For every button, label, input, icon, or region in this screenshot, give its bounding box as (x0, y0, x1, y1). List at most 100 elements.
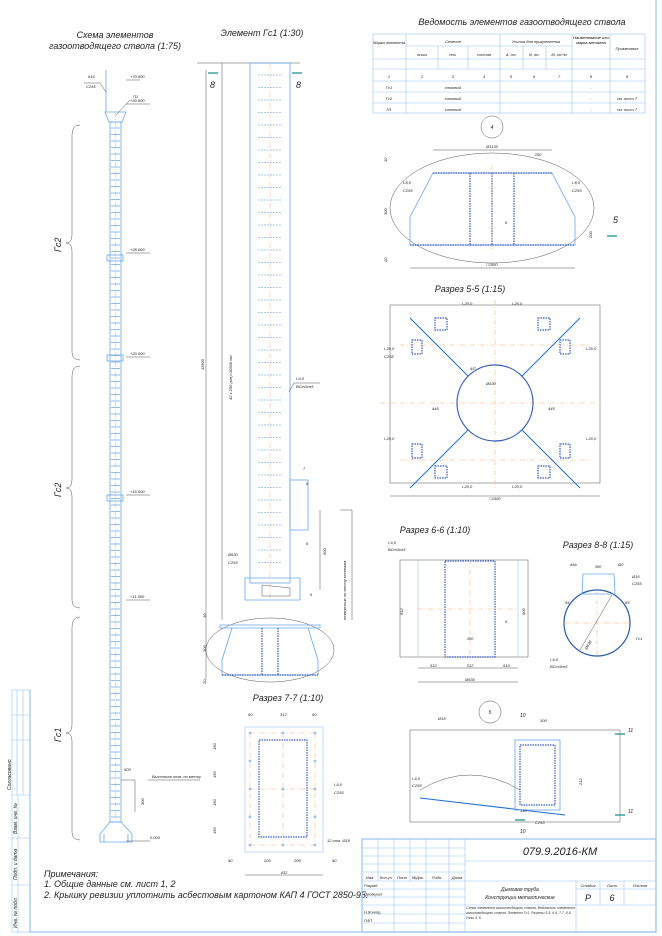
bolt-hole (313, 787, 317, 791)
tb-sheet-label: Лист (606, 883, 618, 888)
s88-element: Гс1 (636, 636, 642, 641)
s77-top-1: 90 (248, 712, 253, 717)
tb-role: Проверил (364, 892, 383, 897)
s88-dim45: 45b (570, 562, 577, 567)
node4-steel-l: C255 (403, 188, 413, 193)
tb-col-header: Подп. (432, 875, 443, 880)
node4-weld: 8 (505, 220, 508, 225)
s55-title: Разрез 5-5 (1:15) (435, 284, 506, 294)
gs1-dim10: 10 (202, 613, 207, 618)
s88-diam: Ø630 (583, 639, 593, 652)
row-note: см. лист 7 (617, 107, 638, 112)
s55-dim445-l: 445 (432, 406, 439, 411)
th-mark: Марка элемента (373, 40, 406, 45)
node4-plate-r: I-8,0 (572, 180, 581, 185)
scheme-steel: C255 (86, 84, 96, 89)
node4-dim200: 200 (588, 231, 593, 239)
tb-role: ГИП (364, 918, 372, 923)
tb-role: Разраб. (364, 883, 378, 888)
node5-dim10-bot: 10 (520, 829, 526, 835)
section-5-5: Разрез 5-5 (1:15) I-20,0 I-20,0 I-20,0 I… (380, 284, 601, 501)
s55-plate-5: I-20,0 (384, 436, 395, 441)
elev-70: +70.000 (130, 74, 145, 79)
node5-plate: I-6,0 (412, 776, 421, 781)
s77-steel: C255 (334, 790, 344, 795)
col-number: 1 (388, 74, 390, 79)
scheme-dim300: 300 (140, 798, 145, 805)
s55-diam: Ø630 (485, 381, 497, 386)
s77-bot-3: 206 (293, 858, 301, 863)
col-number: 2 (420, 74, 424, 79)
row-metal: - (590, 107, 592, 112)
s77-total: 432 (281, 870, 288, 875)
elev-11: +11.500 (130, 594, 145, 599)
node4-mark: 4 (491, 125, 494, 131)
brace-label-gs1: Гс1 (53, 728, 63, 742)
row-metal: - (590, 96, 592, 101)
node4-section: 5 (613, 215, 619, 225)
s77-bot-2: 206 (263, 858, 271, 863)
schedule-table: Ведомость элементов газоотводящего ствол… (372, 17, 646, 114)
th-comp: состав (477, 52, 491, 57)
stack-scheme: Схема элементов газоотводящего ствола (1… (49, 30, 202, 843)
col-number: 4 (483, 74, 486, 79)
gs1-mark6-bot: 6 (306, 541, 309, 546)
gs1-mark7: 7 (303, 466, 306, 471)
node4-dim20: 20 (383, 257, 388, 263)
node4-dim10: 10 (383, 157, 388, 162)
bolt-hole (248, 731, 252, 735)
stamp-agreed: Согласовано (7, 759, 13, 790)
s66-dim300: 300 (467, 636, 474, 641)
node4-dim-diam: Ø1130 (485, 144, 498, 149)
section-7-7: Разрез 7-7 (1:10) 90 312 90 150 150 150 … (212, 693, 351, 876)
scheme-sheet: #16 (88, 74, 95, 79)
doc-code: 079.9.2016-КМ (523, 846, 598, 858)
s77-bolts: 12 отв. Ø18 (327, 838, 351, 843)
s55-angle: 45° (470, 366, 476, 371)
tb-object: Дымовая труба (500, 887, 539, 893)
bolt-hole (313, 731, 317, 735)
notes: Примечания: 1. Общие данные см. лист 1, … (43, 869, 368, 900)
bolt-hole (313, 815, 317, 819)
node5-steel: C255 (412, 783, 422, 788)
s55-square: □1560 (489, 496, 501, 501)
s88-title: Разрез 8-8 (1:15) (563, 540, 634, 550)
notes-title: Примечания: (44, 869, 99, 879)
s66-diam: Ø630 (464, 677, 476, 682)
col-number: 5 (510, 74, 513, 79)
row-section: сложный (445, 85, 462, 90)
gs1-pipe-steel: C255 (228, 560, 238, 565)
scheme-dim500: 500 (124, 767, 131, 772)
bolt-hole (281, 787, 285, 791)
s77-top-3: 90 (312, 712, 317, 717)
tb-stage-label: Стадия (581, 883, 597, 888)
s66-plate: I-6,0 (388, 540, 397, 545)
s66-dim312: 312 (467, 663, 474, 668)
scheme-soil: Высотная отм. по месту (152, 774, 202, 779)
brace-label-gs2: Гс2 (53, 483, 63, 497)
bolt-hole (313, 843, 317, 847)
node5-dim140: 140 (520, 808, 527, 813)
th-section: Сечение (445, 39, 462, 44)
node5-dim10-top: 10 (520, 713, 526, 719)
bolt-hole (248, 815, 252, 819)
th-n: N, тс (529, 52, 539, 57)
row-metal: - (590, 85, 592, 90)
note-2: 2. Крышку ревизии уплотнить асбестовым к… (43, 890, 368, 900)
brace-label-gs2-top: Гс2 (53, 238, 63, 252)
s55-plate-6: I-20,0 (586, 436, 597, 441)
s77-bot-4: 40 (332, 858, 337, 863)
node-4: 4 Ø1130 250 10 300 20 200 □1560 I-8,0 C2… (383, 115, 619, 269)
element-gs1: Элемент Гс1 (1:30) 8 8 11500 42 х 250 (м… (197, 28, 353, 685)
stamp-inv: Инв. № подл. (13, 897, 19, 928)
col-number: 7 (558, 74, 561, 79)
node4-dim300: 300 (383, 208, 388, 215)
s66-steel: ВСт3сп5 (388, 547, 406, 552)
tb-role: Н.Контр. (364, 910, 381, 915)
s77-side-1: 150 (212, 743, 217, 750)
s66-title: Разрез 6-6 (1:10) (400, 525, 471, 535)
s77-title: Разрез 7-7 (1:10) (253, 693, 324, 703)
node4-plate-l: I-8,0 (403, 180, 412, 185)
